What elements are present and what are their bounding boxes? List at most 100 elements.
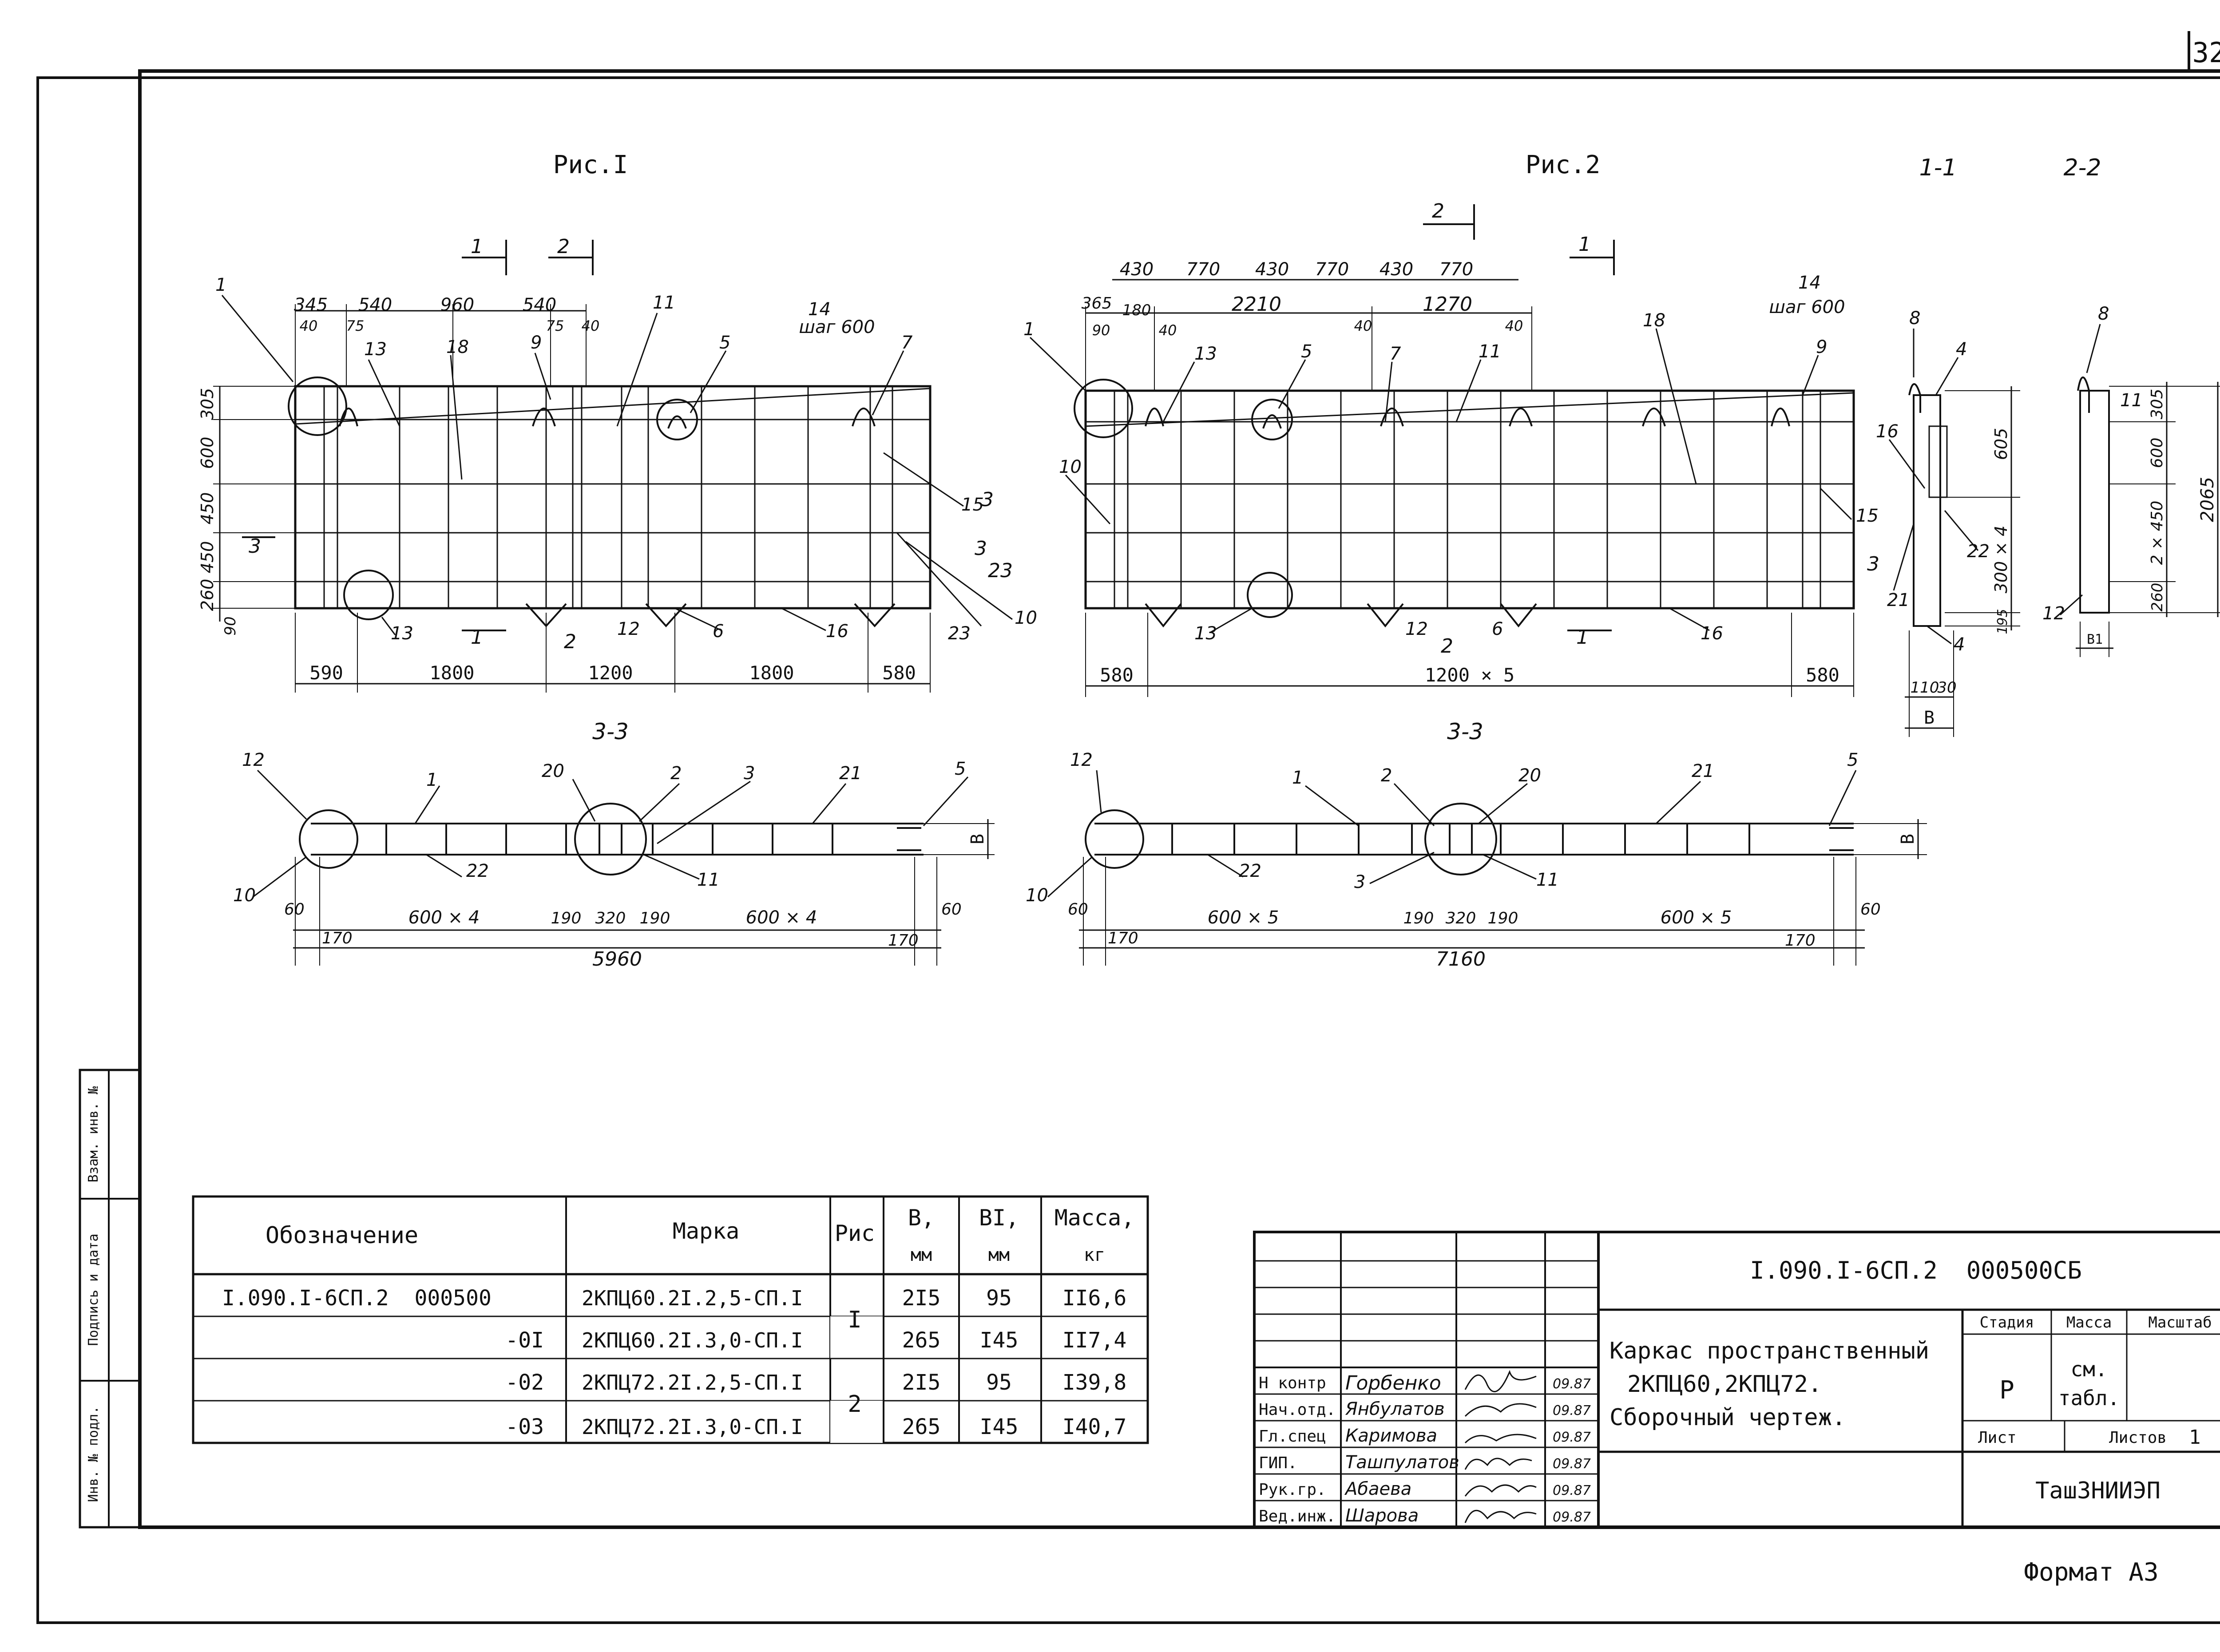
fig2-dim-top-3: 430 — [1255, 259, 1289, 280]
fig2-callout: 5 — [1301, 341, 1312, 362]
plan2-dim: 600 × 5 — [1208, 907, 1279, 928]
fig2-dim-bottom-1: 580 — [1100, 664, 1134, 686]
signature-date: 09.87 — [1553, 1456, 1591, 1472]
plan1-side-label: В — [967, 834, 988, 844]
section-1-1-title: 1-1 — [1919, 155, 1957, 181]
plan2-dim: 170 — [1108, 929, 1138, 947]
table-row: -02 2КПЦ72.2I.2,5-СП.I 2I5 95 I39,8 — [505, 1370, 1126, 1395]
plan2-side-label: В — [1898, 834, 1918, 844]
fig2-detail-circle-loop — [1251, 399, 1293, 440]
fig1-dim-top-6: 75 — [346, 317, 365, 334]
spec-cell-mass: II7,4 — [1062, 1328, 1127, 1353]
fig1-section-mark: 1 — [471, 626, 483, 649]
table-row: -0I 2КПЦ60.2I.3,0-СП.I I 265 I45 II7,4 — [505, 1307, 1126, 1353]
plan2-dim: 600 × 5 — [1661, 907, 1732, 928]
fig1-dim-left-6: 90 — [222, 616, 239, 635]
fig1-dim-left-3: 450 — [198, 492, 217, 525]
fig1-callout: 3 — [981, 488, 994, 511]
fig2-callout: 12 — [1405, 619, 1428, 639]
plan-section-3-3-fig2: 3-3 В 60 600 × 5 190 320 — [1026, 719, 1927, 971]
fig2-callout: 23 — [988, 559, 1013, 582]
title-block-title-line-1: Каркас пространственный — [1610, 1338, 1929, 1364]
fig1-dim-top-8: 40 — [582, 317, 600, 334]
signature-name: Абаева — [1344, 1479, 1411, 1499]
signature-date: 09.87 — [1553, 1376, 1591, 1392]
fig1-dim-top-5: 40 — [300, 317, 318, 334]
plan-section-3-3-fig1: 3-3 В 60 600 × 4 190 320 190 — [233, 719, 995, 971]
sec22-callout: 12 — [2042, 603, 2065, 624]
title-block-mass-header: Масса — [2066, 1314, 2112, 1331]
plan1-dim: 600 × 4 — [408, 907, 480, 928]
fig2-callout: 6 — [1492, 619, 1503, 639]
plan1-dim: 170 — [322, 929, 353, 947]
fig1-dim-bottom-5: 580 — [882, 662, 916, 684]
fig1-dim-top-1: 345 — [294, 295, 328, 315]
sec11-callout: 4 — [1956, 339, 1967, 360]
spec-table: Обозначение Марка Рис В, мм ВI, мм Масса… — [192, 1195, 1149, 1444]
fig1-section-mark: 2 — [564, 630, 576, 653]
plan1-dim: 60 — [284, 900, 305, 919]
sec11-dim: 110 — [1911, 679, 1939, 697]
figure-1-title: Рис.I — [553, 151, 628, 179]
spec-cell-b: 265 — [902, 1414, 941, 1439]
plan2-callout: 5 — [1847, 750, 1858, 770]
figure-2-title: Рис.2 — [1526, 151, 1601, 179]
fig2-section-marks: 2 1 2 1 3 23 3 — [975, 200, 1879, 658]
plan2-callout: 21 — [1692, 761, 1714, 781]
signature-scribble — [1464, 1484, 1537, 1497]
fig2-callout: 15 — [1856, 506, 1879, 526]
plan2-callout: 11 — [1536, 870, 1559, 890]
spec-cell-b: 265 — [902, 1328, 941, 1353]
fig2-dim-top-9: 2210 — [1232, 293, 1281, 316]
fig2-dim-top-14: 40 — [1505, 317, 1523, 334]
sec22-dim: 2 × 450 — [2148, 501, 2166, 565]
plan2-detail-circle-left — [1085, 809, 1144, 869]
fig2-detail-circle-bottom — [1247, 572, 1293, 618]
plan2-dim: 60 — [1860, 900, 1881, 919]
fig1-dim-left-4: 450 — [198, 541, 217, 574]
spec-header-fig: Рис — [835, 1220, 875, 1246]
plan1-callout: 11 — [697, 870, 720, 890]
signature-date: 09.87 — [1553, 1483, 1591, 1498]
fig2-dim-top-7: 365 — [1082, 294, 1112, 313]
fig2-callout: 10 — [1059, 457, 1082, 477]
signature-row: Гл.спец Каримова 09.87 — [1259, 1426, 1591, 1446]
signature-role: Гл.спец — [1259, 1427, 1326, 1446]
fig1-callout: 13 — [391, 623, 413, 644]
spec-cell-b1: I45 — [980, 1328, 1019, 1353]
plan2-dim: 170 — [1785, 931, 1816, 950]
fig2-dim-top-11: 90 — [1092, 322, 1110, 339]
signature-role: Нач.отд. — [1259, 1401, 1336, 1419]
signature-date: 09.87 — [1553, 1403, 1591, 1418]
sec22-profile — [2079, 390, 2110, 614]
title-block-title-line-2: 2КПЦ60,2КПЦ72. — [1627, 1371, 1822, 1398]
fig2-dim-top-13: 40 — [1354, 317, 1372, 334]
fig1-dim-bottom-3: 1200 — [588, 662, 633, 684]
signature-name: Шарова — [1345, 1505, 1419, 1526]
plan2-callout: 10 — [1026, 885, 1048, 906]
format-label: Формат А3 — [2024, 1558, 2158, 1587]
plan2-title: 3-3 — [1447, 719, 1483, 745]
fig2-dim-top-12: 40 — [1159, 322, 1177, 339]
signature-name: Каримова — [1345, 1426, 1437, 1446]
fig2-callout: 11 — [1479, 341, 1501, 362]
fig2-callout: 13 — [1194, 344, 1217, 364]
plan1-callout: 22 — [466, 861, 489, 881]
fig1-callouts: 1 13 18 9 11 5 14 7 15 13 12 6 16 23 — [215, 275, 1037, 644]
spec-cell-mass: II6,6 — [1062, 1286, 1127, 1311]
spec-cell-b1: 95 — [986, 1370, 1012, 1395]
fig1-dim-left-2: 600 — [198, 437, 217, 469]
plan2-dim: 7160 — [1436, 948, 1486, 971]
fig2-dim-top-10: 1270 — [1423, 293, 1472, 316]
title-block-stage-header: Стадия — [1980, 1314, 2034, 1331]
signature-row: Нач.отд. Янбулатов 09.87 — [1259, 1399, 1591, 1419]
fig2-callout: 16 — [1701, 623, 1723, 644]
spec-cell-mark: 2КПЦ60.2I.2,5-СП.I — [582, 1286, 803, 1310]
fig1-dim-top-4: 540 — [523, 295, 556, 315]
fig1-dim-top-2: 540 — [358, 295, 392, 315]
signature-scribble — [1464, 1370, 1537, 1393]
spec-header-b1-unit: мм — [988, 1245, 1010, 1265]
side-stamp-replaces: Взам. инв. № — [86, 1086, 101, 1183]
fig2-callout: 9 — [1816, 337, 1827, 357]
